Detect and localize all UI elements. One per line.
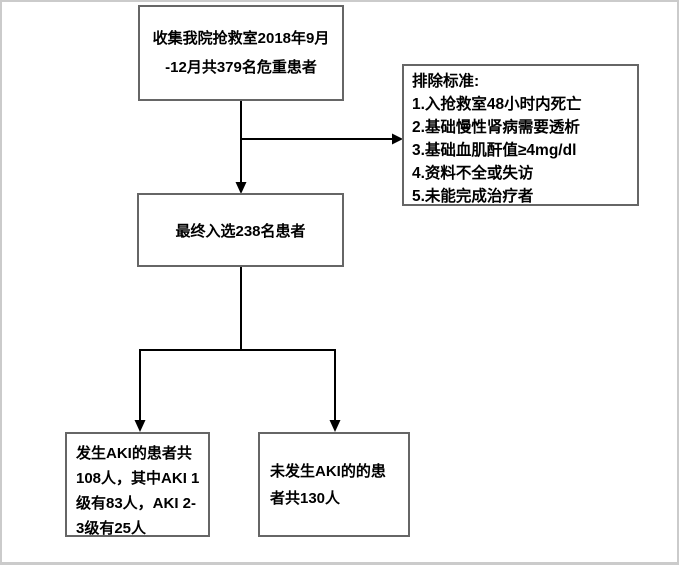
- box-no-aki-patients: 未发生AKI的的患 者共130人: [258, 432, 410, 537]
- collect-line1: 收集我院抢救室2018年9月: [152, 30, 330, 47]
- aki-line4: 3级有25人: [76, 520, 147, 537]
- box-exclusion-criteria: 排除标准: 1.入抢救室48小时内死亡 2.基础慢性肾病需要透析 3.基础血肌酐…: [402, 64, 639, 206]
- aki-line1: 发生AKI的患者共: [76, 445, 192, 462]
- enrolled-text: 最终入选238名患者: [175, 222, 306, 240]
- exclusion-item-4: 4.资料不全或失访: [412, 165, 534, 182]
- exclusion-item-5: 5.未能完成治疗者: [412, 188, 534, 205]
- exclusion-title: 排除标准:: [412, 73, 480, 90]
- aki-line2: 108人，其中AKI 1: [76, 470, 200, 487]
- no-aki-line1: 未发生AKI的的患: [270, 462, 386, 480]
- box-aki-patients: 发生AKI的患者共 108人，其中AKI 1 级有83人，AKI 2- 3级有2…: [65, 432, 210, 537]
- collect-line2: -12月共379名危重患者: [165, 59, 317, 76]
- arrowhead-down-no-aki-icon: [329, 420, 341, 432]
- exclusion-item-2: 2.基础慢性肾病需要透析: [412, 119, 580, 136]
- no-aki-line2: 者共130人: [270, 489, 341, 507]
- arrowhead-down-aki-icon: [134, 420, 146, 432]
- box-collect-patients: 收集我院抢救室2018年9月 -12月共379名危重患者: [138, 5, 344, 101]
- box-enrolled-patients: 最终入选238名患者: [137, 193, 344, 267]
- exclusion-item-1: 1.入抢救室48小时内死亡: [412, 96, 582, 113]
- aki-line3: 级有83人，AKI 2-: [76, 495, 197, 512]
- exclusion-item-3: 3.基础血肌酐值≥4mg/dl: [412, 142, 577, 159]
